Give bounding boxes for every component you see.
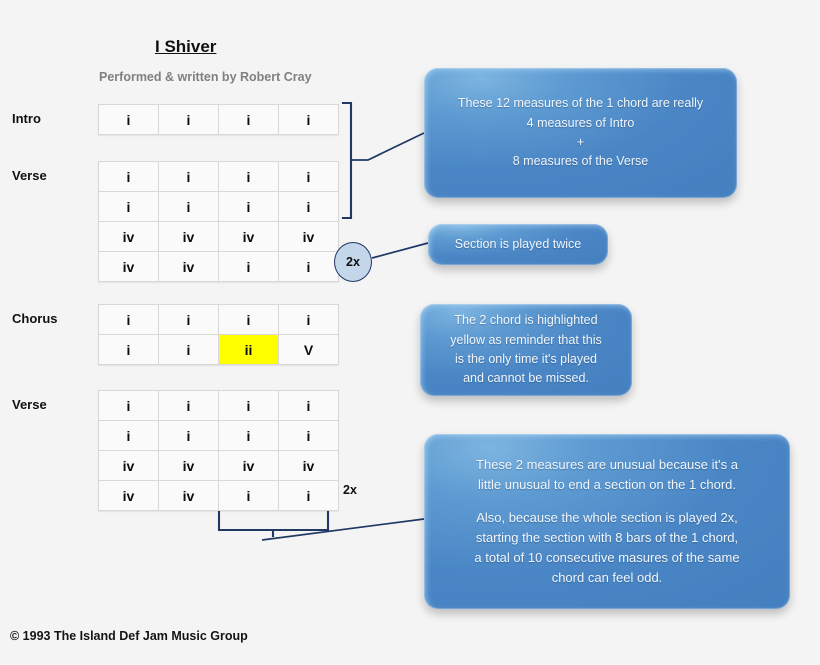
chord-cell: i: [98, 161, 159, 192]
callout-ending: These 2 measures are unusual because it'…: [424, 434, 790, 609]
callout-line: Also, because the whole section is playe…: [476, 509, 738, 525]
chord-cell: iv: [158, 450, 219, 481]
callout-line: The 2 chord is highlighted: [454, 313, 598, 328]
chord-cell: iv: [98, 251, 159, 282]
chord-cell: i: [98, 304, 159, 335]
chord-cell: iv: [98, 450, 159, 481]
chord-cell: i: [98, 420, 159, 451]
chord-cell: i: [98, 390, 159, 421]
chord-cell: V: [278, 334, 339, 365]
chord-cell: iv: [218, 221, 279, 252]
chord-cell: iv: [158, 251, 219, 282]
chord-cell: iv: [98, 480, 159, 511]
callout-line: starting the section with 8 bars of the …: [475, 530, 739, 545]
chord-cell: i: [278, 161, 339, 192]
chord-cell: i: [278, 191, 339, 222]
callout-two-chord: The 2 chord is highlighted yellow as rem…: [420, 304, 632, 396]
song-credit: Performed & written by Robert Cray: [99, 70, 312, 84]
repeat-marker-circle: 2x: [334, 242, 372, 282]
chord-cell: i: [218, 304, 279, 335]
chord-cell: iv: [278, 450, 339, 481]
chord-cell: i: [278, 420, 339, 451]
chord-cell: i: [158, 161, 219, 192]
callout-intro-verse: These 12 measures of the 1 chord are rea…: [424, 68, 737, 198]
callout-line: 4 measures of Intro: [526, 115, 635, 130]
chord-cell: i: [218, 480, 279, 511]
chord-cell-highlighted: ii: [218, 334, 279, 365]
chord-cell: i: [278, 304, 339, 335]
section-label-chorus: Chorus: [12, 311, 58, 326]
chord-cell: i: [158, 390, 219, 421]
chord-cell: i: [218, 191, 279, 222]
chord-cell: iv: [98, 221, 159, 252]
chord-cell: i: [98, 334, 159, 365]
callout-repeat: Section is played twice: [428, 224, 608, 265]
chord-cell: i: [218, 161, 279, 192]
chord-cell: i: [158, 191, 219, 222]
callout-line: chord can feel odd.: [551, 570, 663, 586]
chord-cell: i: [278, 104, 339, 135]
chord-cell: i: [98, 104, 159, 135]
callout-line: +: [576, 135, 585, 149]
chord-cell: i: [218, 420, 279, 451]
chord-cell: i: [278, 251, 339, 282]
chord-cell: i: [278, 390, 339, 421]
callout-line: These 2 measures are unusual because it'…: [476, 456, 738, 472]
callout-line: yellow as reminder that this: [450, 332, 602, 347]
chord-cell: iv: [158, 221, 219, 252]
callout-line: Section is played twice: [454, 236, 582, 251]
chord-cell: iv: [158, 480, 219, 511]
repeat-marker-text: 2x: [343, 483, 357, 497]
section-label-verse-2: Verse: [12, 397, 47, 412]
chord-cell: i: [278, 480, 339, 511]
chord-cell: i: [218, 390, 279, 421]
chord-cell: i: [98, 191, 159, 222]
chord-cell: i: [218, 104, 279, 135]
callout-line: a total of 10 consecutive masures of the…: [474, 550, 740, 566]
callout-line: These 12 measures of the 1 chord are rea…: [457, 96, 704, 111]
callout-line: is the only time it's played: [454, 352, 598, 366]
chord-cell: iv: [278, 221, 339, 252]
copyright-notice: © 1993 The Island Def Jam Music Group: [10, 629, 248, 643]
chord-cell: i: [158, 104, 219, 135]
section-label-verse-1: Verse: [12, 168, 47, 183]
chord-cell: i: [158, 420, 219, 451]
section-label-intro: Intro: [12, 111, 41, 126]
callout-line: 8 measures of the Verse: [512, 154, 649, 169]
callout-line: and cannot be missed.: [463, 371, 589, 386]
chord-cell: i: [158, 304, 219, 335]
chord-cell: i: [218, 251, 279, 282]
page-title: I Shiver: [155, 37, 217, 56]
callout-line: little unusual to end a section on the 1…: [477, 476, 736, 492]
chord-cell: iv: [218, 450, 279, 481]
chord-cell: i: [158, 334, 219, 365]
